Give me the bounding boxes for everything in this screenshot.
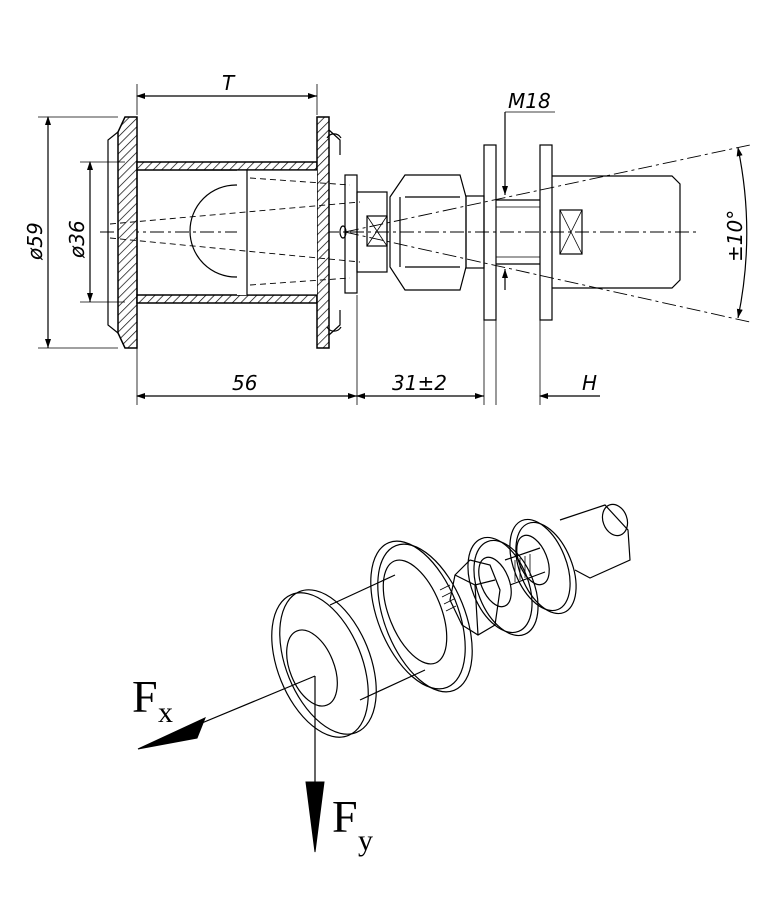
- right-flange-lip: [328, 129, 341, 336]
- washer-left: [483, 144, 497, 321]
- hex-nut: [389, 174, 467, 291]
- dim-h-label: H: [582, 371, 597, 395]
- section-view: T M18 ø59 ø36 56 31±2 H ±10°: [23, 71, 751, 405]
- end-shaft: [552, 175, 681, 289]
- hidden-line-1: [109, 201, 361, 225]
- iso-washer-right-back: [515, 521, 577, 615]
- dim-d59-label: ø59: [23, 222, 47, 261]
- dim-31-label: 31±2: [392, 371, 447, 395]
- tube-wall-bottom: [136, 294, 318, 304]
- iso-hex-edges: [454, 574, 496, 636]
- washer-right: [539, 144, 553, 321]
- hidden-line-4: [249, 277, 351, 286]
- iso-large-flange: [370, 540, 466, 690]
- iso-cylinder-lines: [329, 574, 426, 701]
- isometric-view: F x F y: [132, 503, 631, 857]
- iso-washer-left: [467, 536, 533, 634]
- force-fx-line: [184, 675, 316, 731]
- force-fx-arrowhead: [137, 717, 206, 750]
- right-flange: [316, 116, 330, 349]
- iso-washer-left-hole: [478, 556, 512, 608]
- force-fy-arrowhead: [305, 781, 325, 853]
- stem-square: [366, 215, 388, 247]
- dim-angle-label: ±10°: [723, 210, 747, 262]
- iso-end-face: [601, 503, 629, 537]
- iso-front-hole: [286, 629, 338, 707]
- iso-washer-left-back: [473, 539, 539, 637]
- force-fx-subscript: x: [158, 696, 173, 729]
- force-fy-label: F: [332, 791, 358, 842]
- tube-wall-top: [136, 161, 318, 171]
- force-fx-label: F: [132, 671, 158, 722]
- dim-t-label: T: [222, 71, 236, 95]
- iso-end-shaft: [559, 504, 631, 579]
- hidden-line-3: [249, 177, 351, 186]
- iso-large-flange-inner: [382, 559, 448, 665]
- iso-front-flange: [271, 592, 369, 738]
- left-flange-bevel: [107, 131, 119, 334]
- flange-screw-heads: [326, 133, 342, 332]
- hidden-line-2: [109, 237, 361, 263]
- iso-threads: [514, 554, 531, 582]
- dim-d36-label: ø36: [65, 220, 89, 259]
- iso-hex-nut: [449, 559, 501, 636]
- angle-arc: [736, 147, 748, 319]
- iso-stem-threads: [439, 584, 457, 612]
- end-square-cross: [559, 209, 583, 255]
- ball-socket: [246, 169, 317, 296]
- end-square: [559, 209, 583, 255]
- angle-line-lower: [344, 231, 751, 323]
- iso-front-flange-back: [279, 589, 377, 735]
- dim-m18-label: M18: [508, 89, 551, 113]
- angle-line-upper: [344, 144, 751, 233]
- iso-washer-right: [509, 518, 571, 612]
- left-flange: [117, 116, 138, 349]
- iso-large-flange-back: [377, 543, 473, 693]
- dim-56-label: 56: [232, 371, 257, 395]
- force-fy-subscript: y: [358, 824, 373, 857]
- stem-square-cross: [366, 215, 388, 247]
